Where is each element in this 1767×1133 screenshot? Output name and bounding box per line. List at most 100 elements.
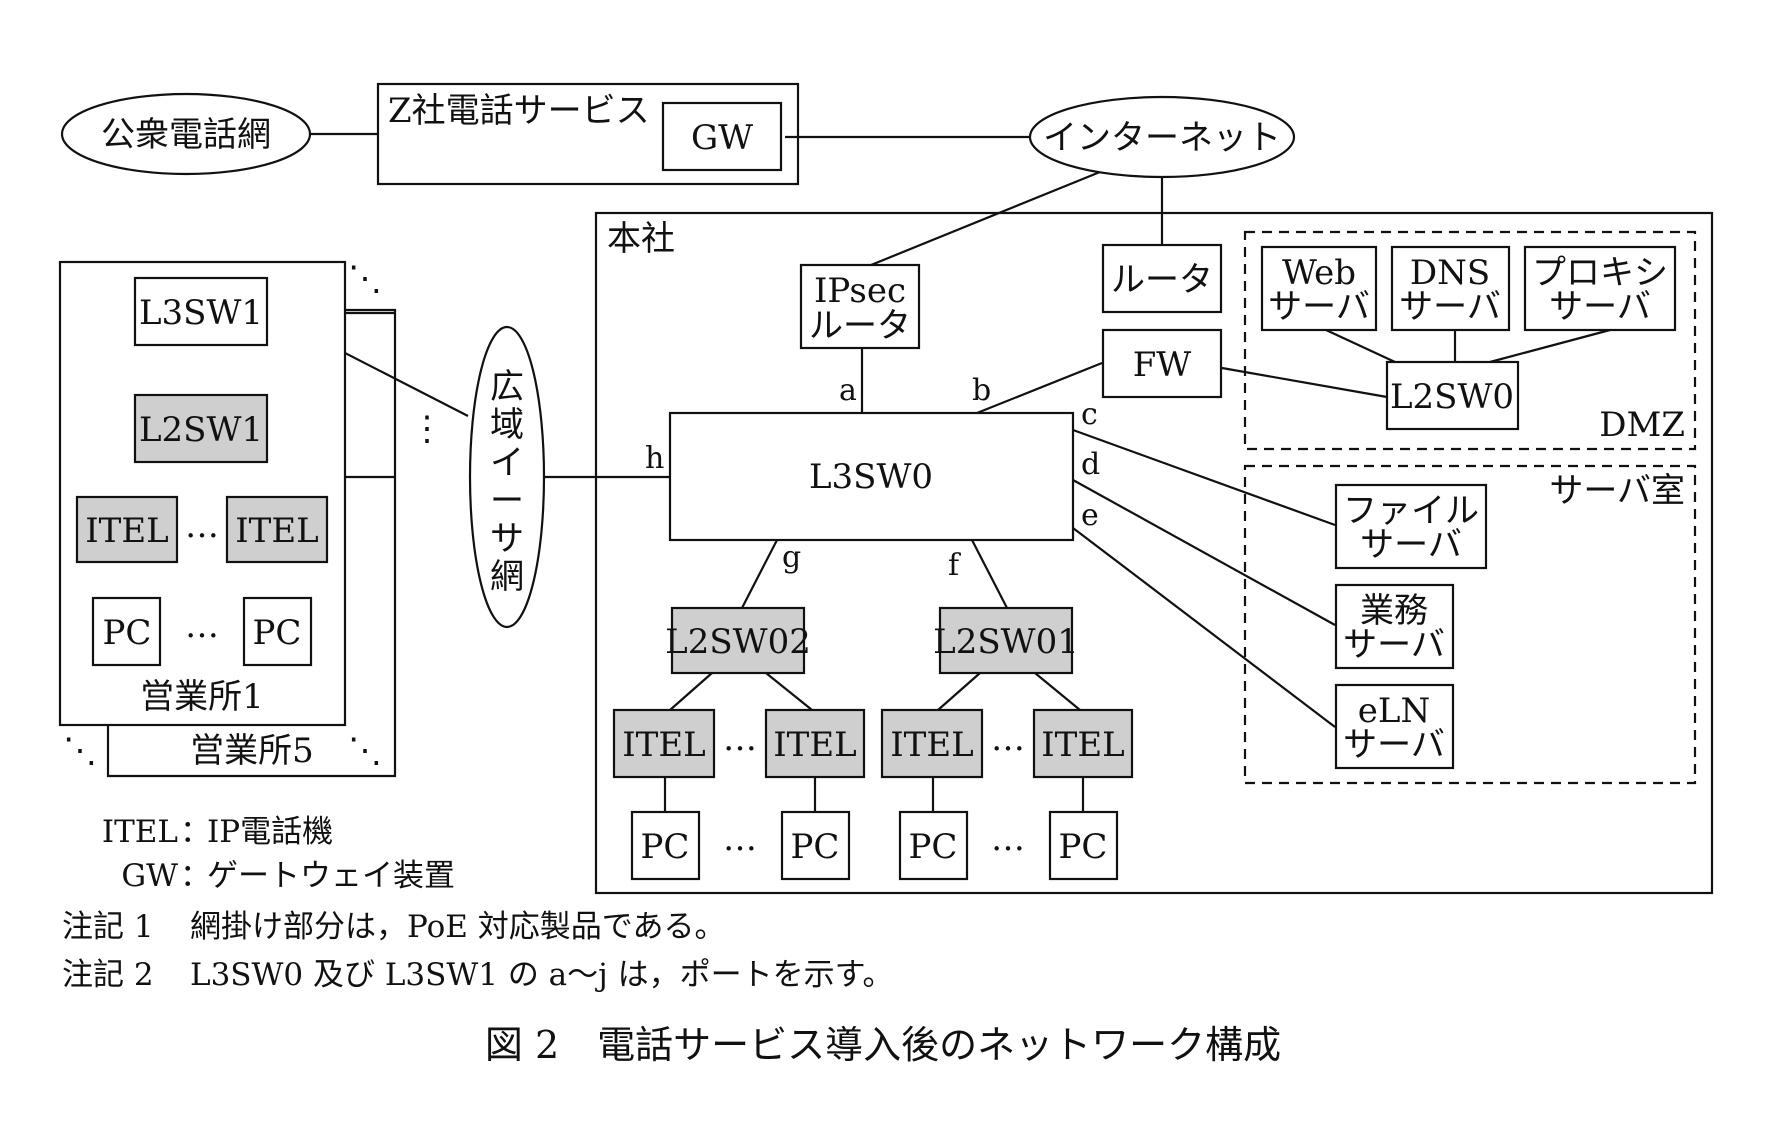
gw-label: GW <box>691 118 753 158</box>
l2sw1: L2SW1 <box>133 393 269 464</box>
svg-text:ITEL: ITEL <box>1041 725 1125 765</box>
port-g: g <box>782 540 801 575</box>
svg-text:…: … <box>991 719 1025 759</box>
port-a: a <box>839 373 857 408</box>
wan-vdots: ⋮ <box>410 409 444 449</box>
svg-text:IP電話機: IP電話機 <box>207 814 333 850</box>
svg-text:ITEL: ITEL <box>102 814 178 850</box>
svg-text:ー: ー <box>490 481 524 521</box>
web-server: Web サーバ <box>1260 245 1378 332</box>
svg-text:サ: サ <box>490 519 524 559</box>
internet-cloud: インターネット <box>1028 95 1296 179</box>
l3sw1: L3SW1 <box>133 276 269 347</box>
svg-text:⋱: ⋱ <box>348 259 382 299</box>
svg-text:L3SW0: L3SW0 <box>809 457 933 497</box>
svg-text:L2SW02: L2SW02 <box>665 622 811 662</box>
svg-text:DNS: DNS <box>1410 253 1490 293</box>
internet-label: インターネット <box>1043 118 1281 158</box>
legend: ITEL ： IP電話機 GW ： ゲートウェイ装置 <box>102 814 455 894</box>
dns-server: DNS サーバ <box>1390 245 1511 332</box>
port-b: b <box>972 373 991 408</box>
svg-text:注記 1: 注記 1 <box>62 909 154 945</box>
public-network-label: 公衆電話網 <box>101 115 271 155</box>
z-service-label: Z社電話サービス <box>388 91 650 131</box>
dmz-title: DMZ <box>1599 405 1685 445</box>
svg-text:サーバ: サーバ <box>1343 725 1445 765</box>
l3sw0: L3SW0 <box>668 411 1075 542</box>
svg-text:網掛け部分は，PoE 対応製品である。: 網掛け部分は，PoE 対応製品である。 <box>190 909 725 945</box>
file-server: ファイル サーバ <box>1334 483 1488 570</box>
port-d: d <box>1081 447 1100 482</box>
svg-text:ルータ: ルータ <box>809 306 911 346</box>
svg-text:サーバ: サーバ <box>1343 625 1445 665</box>
branch-offices: 営業所5 ⋱ ⋱ ⋱ 営業所1 L3SW1 L2SW1 ITEL … ITEL … <box>58 259 397 778</box>
port-h: h <box>645 441 664 476</box>
svg-text:ファイル: ファイル <box>1343 491 1479 531</box>
connection-lines <box>124 132 1611 812</box>
public-telephone-network: 公衆電話網 <box>60 92 312 176</box>
svg-text:域: 域 <box>490 405 524 445</box>
gw-node <box>661 101 783 172</box>
eln-server: eLN サーバ <box>1334 683 1455 770</box>
svg-text:PC: PC <box>641 827 690 867</box>
svg-text:…: … <box>185 506 219 546</box>
server-room: サーバ室 ファイル サーバ 業務 サーバ eLN サーバ <box>1243 464 1697 785</box>
svg-text:…: … <box>723 819 757 859</box>
l2sw02-group: L2SW02 ITEL … ITEL PC … PC <box>612 606 866 881</box>
hq-title: 本社 <box>607 219 675 259</box>
svg-text:ITEL: ITEL <box>622 725 706 765</box>
port-e: e <box>1081 498 1099 533</box>
z-phone-service: Z社電話サービス GW <box>376 82 800 186</box>
svg-text:⋱: ⋱ <box>348 731 382 771</box>
svg-text:ITEL: ITEL <box>773 725 857 765</box>
notes: 注記 1 網掛け部分は，PoE 対応製品である。 注記 2 L3SW0 及び L… <box>62 909 894 993</box>
svg-text:PC: PC <box>253 613 302 653</box>
svg-text:L2SW01: L2SW01 <box>933 622 1079 662</box>
office5-label: 営業所5 <box>190 731 314 771</box>
figure-caption: 図 2 電話サービス導入後のネットワーク構成 <box>485 1023 1281 1067</box>
svg-text:プロキシ: プロキシ <box>1532 253 1668 293</box>
port-f: f <box>948 548 961 583</box>
svg-text:PC: PC <box>103 613 152 653</box>
svg-text:…: … <box>723 719 757 759</box>
ipsec-router: IPsec ルータ <box>799 263 921 350</box>
svg-text:サーバ: サーバ <box>1549 287 1651 327</box>
svg-text:業務: 業務 <box>1360 591 1428 631</box>
svg-text:注記 2: 注記 2 <box>62 957 154 993</box>
svg-text:Web: Web <box>1282 253 1356 293</box>
svg-text:FW: FW <box>1133 345 1192 385</box>
svg-text:…: … <box>185 606 219 646</box>
port-c: c <box>1081 397 1098 432</box>
office1-label: 営業所1 <box>140 677 264 717</box>
dmz-zone: DMZ Web サーバ DNS サーバ プロキシ サーバ L2SW0 <box>1243 230 1697 451</box>
svg-text:IPsec: IPsec <box>814 271 906 311</box>
business-server: 業務 サーバ <box>1334 583 1455 670</box>
firewall: FW <box>1101 328 1223 399</box>
router: ルータ <box>1101 243 1223 314</box>
l2sw01-group: L2SW01 ITEL … ITEL PC … PC <box>880 606 1134 881</box>
svg-text:網: 網 <box>490 557 524 597</box>
svg-text:サーバ: サーバ <box>1268 287 1370 327</box>
hq-frame <box>594 211 1714 895</box>
svg-text:⋱: ⋱ <box>63 731 97 771</box>
svg-text:サーバ: サーバ <box>1360 525 1462 565</box>
svg-text:広: 広 <box>490 367 524 407</box>
svg-text:L3SW1: L3SW1 <box>139 293 263 333</box>
svg-text:PC: PC <box>1059 827 1108 867</box>
svg-text:ゲートウェイ装置: ゲートウェイ装置 <box>207 858 455 894</box>
svg-text:ITEL: ITEL <box>890 725 974 765</box>
wide-area-ethernet: 広 域 イ ー サ 網 <box>468 325 546 629</box>
svg-text:eLN: eLN <box>1358 691 1430 731</box>
svg-text:サーバ: サーバ <box>1399 287 1501 327</box>
svg-text:L2SW1: L2SW1 <box>139 410 263 450</box>
svg-text:ルータ: ルータ <box>1111 260 1213 300</box>
svg-text:：: ： <box>180 858 211 894</box>
svg-text:PC: PC <box>791 827 840 867</box>
svg-text:PC: PC <box>909 827 958 867</box>
l2sw0: L2SW0 <box>1385 360 1520 431</box>
svg-text:GW: GW <box>121 858 178 894</box>
svg-text:イ: イ <box>490 443 524 483</box>
server-room-title: サーバ室 <box>1549 471 1685 511</box>
svg-text:：: ： <box>180 814 211 850</box>
svg-text:ITEL: ITEL <box>235 511 319 551</box>
